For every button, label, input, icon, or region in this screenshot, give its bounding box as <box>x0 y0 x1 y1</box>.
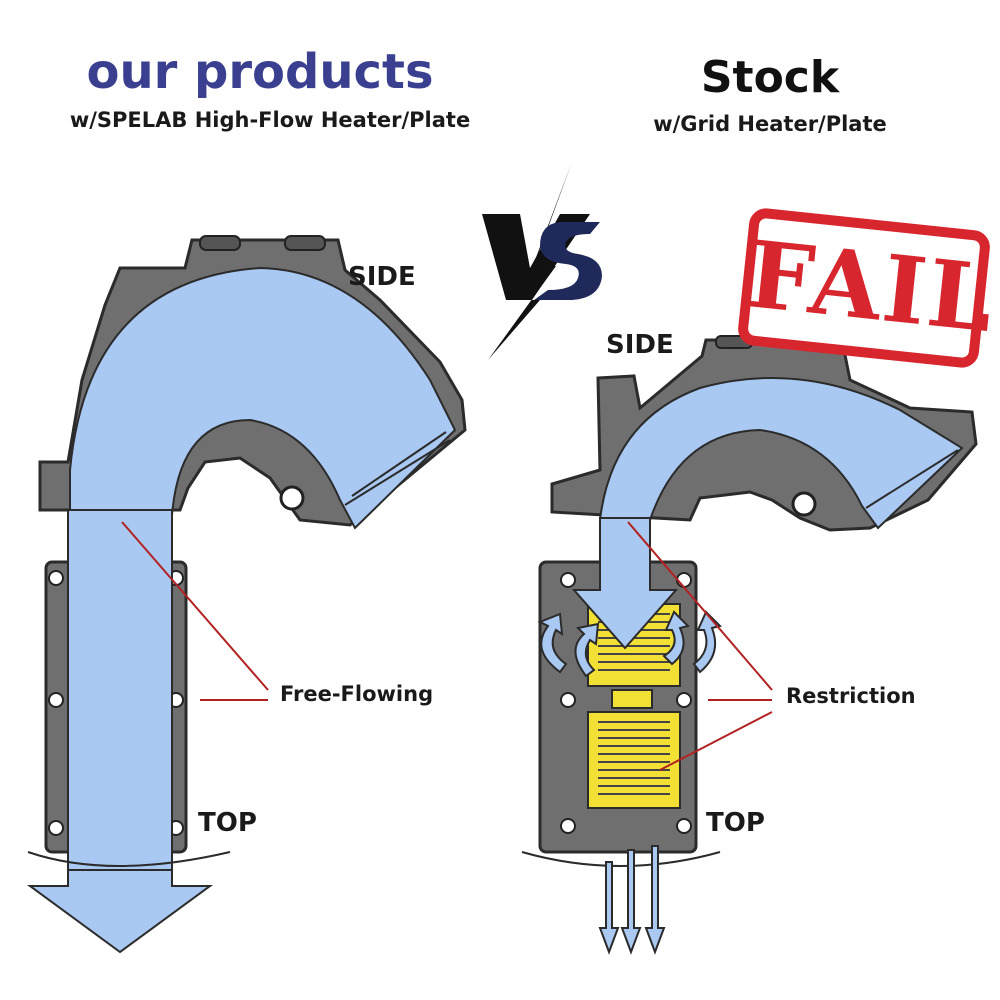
left-callout-leader <box>121 521 269 691</box>
turbulence-arrow-icon <box>692 610 722 674</box>
right-plate-hole <box>676 818 692 834</box>
right-callout-leader <box>659 711 773 771</box>
right-output-arrows <box>598 845 666 955</box>
grid-heater-terminal <box>611 689 653 709</box>
right-plate-hole <box>560 818 576 834</box>
left-bolt-boss <box>199 235 241 251</box>
right-side-label: SIDE <box>606 330 674 360</box>
turbulence-arrow-icon <box>574 622 600 678</box>
right-manifold-curve <box>521 851 721 867</box>
fail-stamp <box>738 208 990 368</box>
left-manifold-curve <box>27 851 231 867</box>
right-top-label: TOP <box>706 808 765 838</box>
left-gasket-line <box>344 439 451 506</box>
vs-logo-icon <box>482 162 602 360</box>
right-subtitle: w/Grid Heater/Plate <box>653 112 887 136</box>
right-elbow-flow <box>598 377 964 530</box>
left-plate-hole <box>48 820 64 836</box>
free-flowing-callout: Free-Flowing <box>280 682 434 706</box>
left-subtitle: w/SPELAB High-Flow Heater/Plate <box>69 108 471 132</box>
fail-stamp-text: FAIL <box>742 220 1000 354</box>
vs-letter-s <box>534 222 602 300</box>
right-plate-hole <box>676 572 692 588</box>
left-plate-hole <box>48 570 64 586</box>
right-intake-elbow <box>550 335 978 532</box>
grid-heater-lower <box>587 711 681 809</box>
left-title: our products <box>86 44 434 100</box>
restriction-callout: Restriction <box>786 684 916 708</box>
left-flow-arrow-icon <box>26 869 214 954</box>
right-gasket-line <box>865 449 959 509</box>
right-plate-hole <box>676 692 692 708</box>
left-heater-plate <box>26 509 231 954</box>
turbulence-arrow-icon <box>662 610 690 666</box>
right-flow-arrow-icon <box>571 517 679 650</box>
right-plate-hole <box>560 572 576 588</box>
left-gasket-line <box>351 431 447 497</box>
right-bolt-hole <box>791 491 817 517</box>
left-intake-elbow <box>38 235 467 530</box>
left-bolt-hole <box>279 485 305 511</box>
right-plate-hole <box>560 692 576 708</box>
left-bolt-boss <box>284 235 326 251</box>
left-side-label: SIDE <box>348 262 416 292</box>
left-plate-flow <box>67 509 173 871</box>
left-elbow-flow <box>69 266 457 530</box>
left-top-label: TOP <box>198 808 257 838</box>
right-callout-leader <box>627 521 773 691</box>
right-title: Stock <box>700 52 840 103</box>
left-plate-hole <box>48 692 64 708</box>
turbulence-arrow-icon <box>537 612 568 674</box>
right-heater-plate <box>521 517 722 955</box>
